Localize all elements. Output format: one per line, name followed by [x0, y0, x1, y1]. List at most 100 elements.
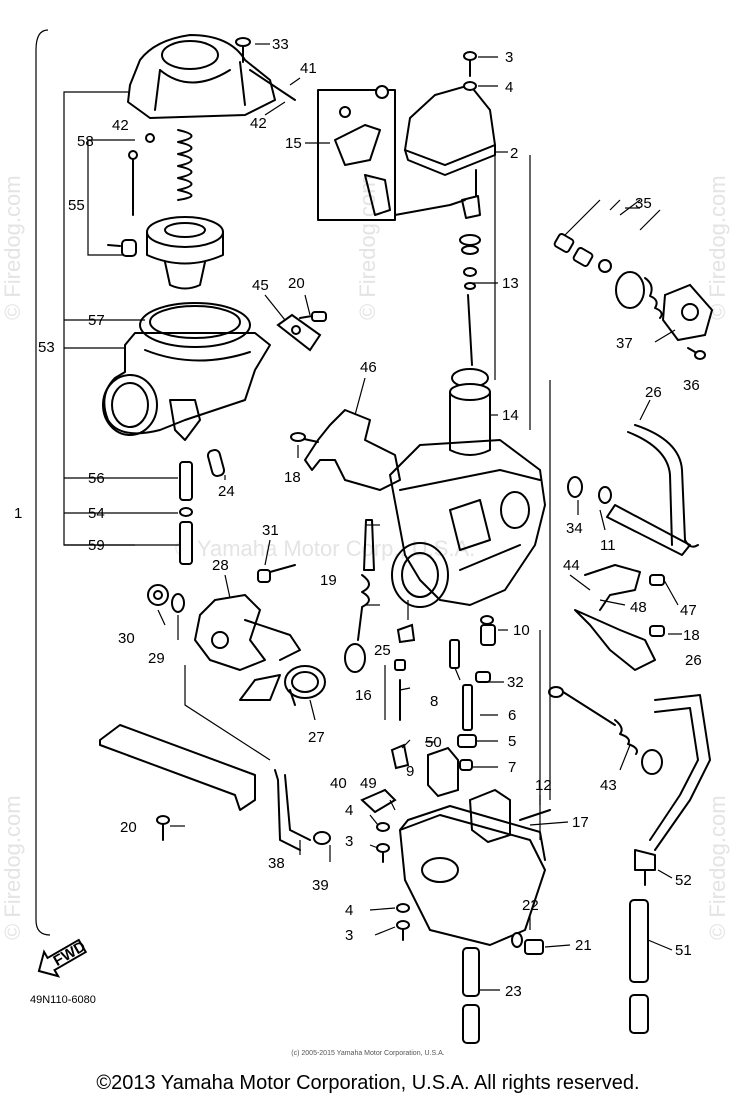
watermark-yamaha-center: © Yamaha Motor Corp., U.S.A.	[175, 536, 475, 561]
linkage-28	[194, 594, 301, 701]
label-53: 53	[38, 339, 55, 356]
label-36: 36	[683, 377, 700, 394]
label-27: 27	[308, 729, 325, 746]
float-9	[427, 746, 511, 844]
label-46: 46	[360, 359, 377, 376]
piston-slide	[146, 216, 224, 290]
label-23: 23	[505, 983, 522, 1000]
label-58: 58	[77, 133, 94, 150]
bracket-44-group	[574, 564, 665, 671]
watermark-firedog-left-top: © Firedog.com	[0, 175, 25, 320]
label-16: 16	[355, 687, 372, 704]
bracket-part-58	[87, 139, 135, 256]
watermark-firedog-right-top: © Firedog.com	[705, 175, 730, 320]
leader-lines	[157, 43, 682, 991]
label-3-top: 3	[505, 49, 513, 66]
label-13: 13	[502, 275, 519, 292]
label-18-right: 18	[683, 627, 700, 644]
label-48: 48	[630, 599, 647, 616]
label-20-top: 20	[288, 275, 305, 292]
label-31: 31	[262, 522, 279, 539]
carb-top-cap	[127, 34, 276, 119]
label-32: 32	[507, 674, 524, 691]
slide-14	[449, 383, 491, 456]
label-33: 33	[272, 36, 289, 53]
label-21: 21	[575, 937, 592, 954]
cable-41	[249, 69, 296, 101]
label-50: 50	[425, 734, 442, 751]
spring-42	[177, 129, 193, 201]
part-labels: 1 33 41 42 42 58 55 57 53 56 54 59 45 20…	[14, 36, 702, 1000]
screw-36	[687, 347, 706, 360]
clip-42-small	[145, 133, 155, 143]
pin-24	[206, 449, 226, 477]
jet-32	[475, 671, 491, 683]
cap-25	[396, 623, 416, 644]
drain-screw-21	[524, 939, 544, 955]
plate-45	[276, 313, 322, 352]
label-12: 12	[535, 777, 552, 794]
label-41: 41	[300, 60, 317, 77]
label-20-bottom: 20	[120, 819, 137, 836]
screw-43	[548, 686, 663, 775]
screw-20-bottom	[156, 815, 170, 841]
label-55: 55	[68, 197, 85, 214]
label-22: 22	[522, 897, 539, 914]
screw-20-top	[299, 311, 327, 322]
label-24: 24	[218, 483, 235, 500]
shaft-11	[606, 504, 691, 556]
label-56: 56	[88, 470, 105, 487]
label-7: 7	[508, 759, 516, 776]
hose-26-upper-outer	[627, 431, 673, 546]
label-29: 29	[148, 650, 165, 667]
label-37: 37	[616, 335, 633, 352]
watermarks: © Firedog.com © Yamaha Motor Corp., U.S.…	[0, 175, 730, 940]
label-54: 54	[88, 505, 105, 522]
washer-29	[171, 593, 185, 613]
choke-assembly-35	[553, 199, 714, 342]
screw-3-mid	[376, 843, 390, 863]
screw-3-top	[463, 51, 477, 77]
fwd-label: FWD	[51, 938, 89, 970]
label-52: 52	[675, 872, 692, 889]
bracket-part-1	[35, 29, 51, 936]
watermark-firedog-left-bottom: © Firedog.com	[0, 795, 25, 940]
carb-body-left	[102, 332, 271, 441]
cover-2	[403, 83, 497, 176]
diaphragm-57	[139, 302, 251, 348]
label-44: 44	[563, 557, 580, 574]
bottom-left-plate	[99, 724, 256, 811]
label-43: 43	[600, 777, 617, 794]
watermark-firedog-right-bottom: © Firedog.com	[705, 795, 730, 940]
label-42: 42	[112, 117, 129, 134]
hose-51	[629, 899, 649, 1034]
label-14: 14	[502, 407, 519, 424]
hose-38	[274, 769, 311, 851]
screw-31	[257, 564, 296, 583]
hose-26-upper	[634, 424, 699, 548]
washer-4-low	[396, 903, 410, 913]
label-4-top: 4	[505, 79, 513, 96]
label-42-right: 42	[250, 115, 267, 132]
jets-56-54-59	[179, 461, 193, 565]
label-1: 1	[14, 505, 22, 522]
washer-11	[598, 486, 612, 504]
bracket-49	[360, 788, 397, 814]
label-5: 5	[508, 733, 516, 750]
guide-lines	[494, 150, 551, 840]
label-35: 35	[635, 195, 652, 212]
label-15: 15	[285, 135, 302, 152]
label-3-low: 3	[345, 927, 353, 944]
jets-6-5-7	[457, 684, 477, 771]
label-10: 10	[513, 622, 530, 639]
lead-40	[184, 665, 271, 761]
label-3-mid: 3	[345, 833, 353, 850]
oring-34	[567, 476, 583, 498]
bracket-46	[304, 409, 401, 491]
hose-23	[462, 947, 480, 1044]
label-59: 59	[88, 537, 105, 554]
fwd-arrow: FWD	[37, 938, 89, 978]
label-45: 45	[252, 277, 269, 294]
washer-4-mid	[376, 822, 390, 832]
